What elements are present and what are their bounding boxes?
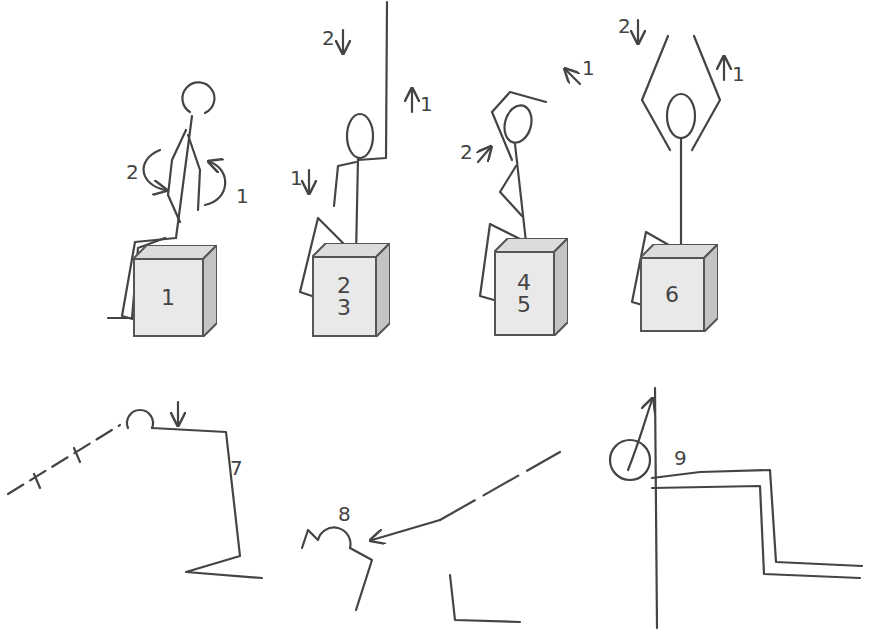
step-number: 1 xyxy=(732,62,745,86)
motion-arrow xyxy=(342,30,344,52)
step-number: 2 xyxy=(126,160,139,184)
step-number: 1 xyxy=(236,184,249,208)
motion-arrow xyxy=(478,148,490,162)
stool-box: 4 5 xyxy=(494,238,568,336)
wall-bar xyxy=(655,388,657,628)
stool-number: 4 5 xyxy=(517,272,531,316)
motion-arrow xyxy=(177,402,179,424)
stool-number: 2 3 xyxy=(337,275,351,319)
stool-number: 1 xyxy=(161,287,175,309)
motion-arrow xyxy=(723,58,725,80)
rotation-arrow xyxy=(144,150,165,190)
stool-box: 6 xyxy=(640,244,718,332)
step-number: 1 xyxy=(420,92,433,116)
lying-figure xyxy=(8,410,262,578)
stool-outline xyxy=(494,238,568,336)
stool-outline xyxy=(640,244,718,332)
stool-outline xyxy=(312,243,390,337)
step-number: 9 xyxy=(674,446,687,470)
stool-box: 1 xyxy=(133,245,217,337)
step-number: 8 xyxy=(338,502,351,526)
motion-arrow xyxy=(372,520,440,540)
rotation-arrow xyxy=(205,162,225,205)
motion-arrow xyxy=(308,170,310,192)
step-number: 1 xyxy=(290,166,303,190)
stool-outline xyxy=(133,245,217,337)
lying-figure xyxy=(302,452,560,622)
step-number: 2 xyxy=(618,14,631,38)
stool-box: 2 3 xyxy=(312,243,390,337)
motion-arrow xyxy=(411,90,413,112)
motion-arrow xyxy=(637,20,639,42)
stool-number: 6 xyxy=(665,284,679,306)
lying-figure xyxy=(610,440,862,578)
motion-arrow xyxy=(566,70,580,84)
step-number: 2 xyxy=(460,140,473,164)
step-number: 1 xyxy=(582,56,595,80)
motion-arrow xyxy=(628,400,652,470)
step-number: 2 xyxy=(322,26,335,50)
step-number: 7 xyxy=(230,456,243,480)
